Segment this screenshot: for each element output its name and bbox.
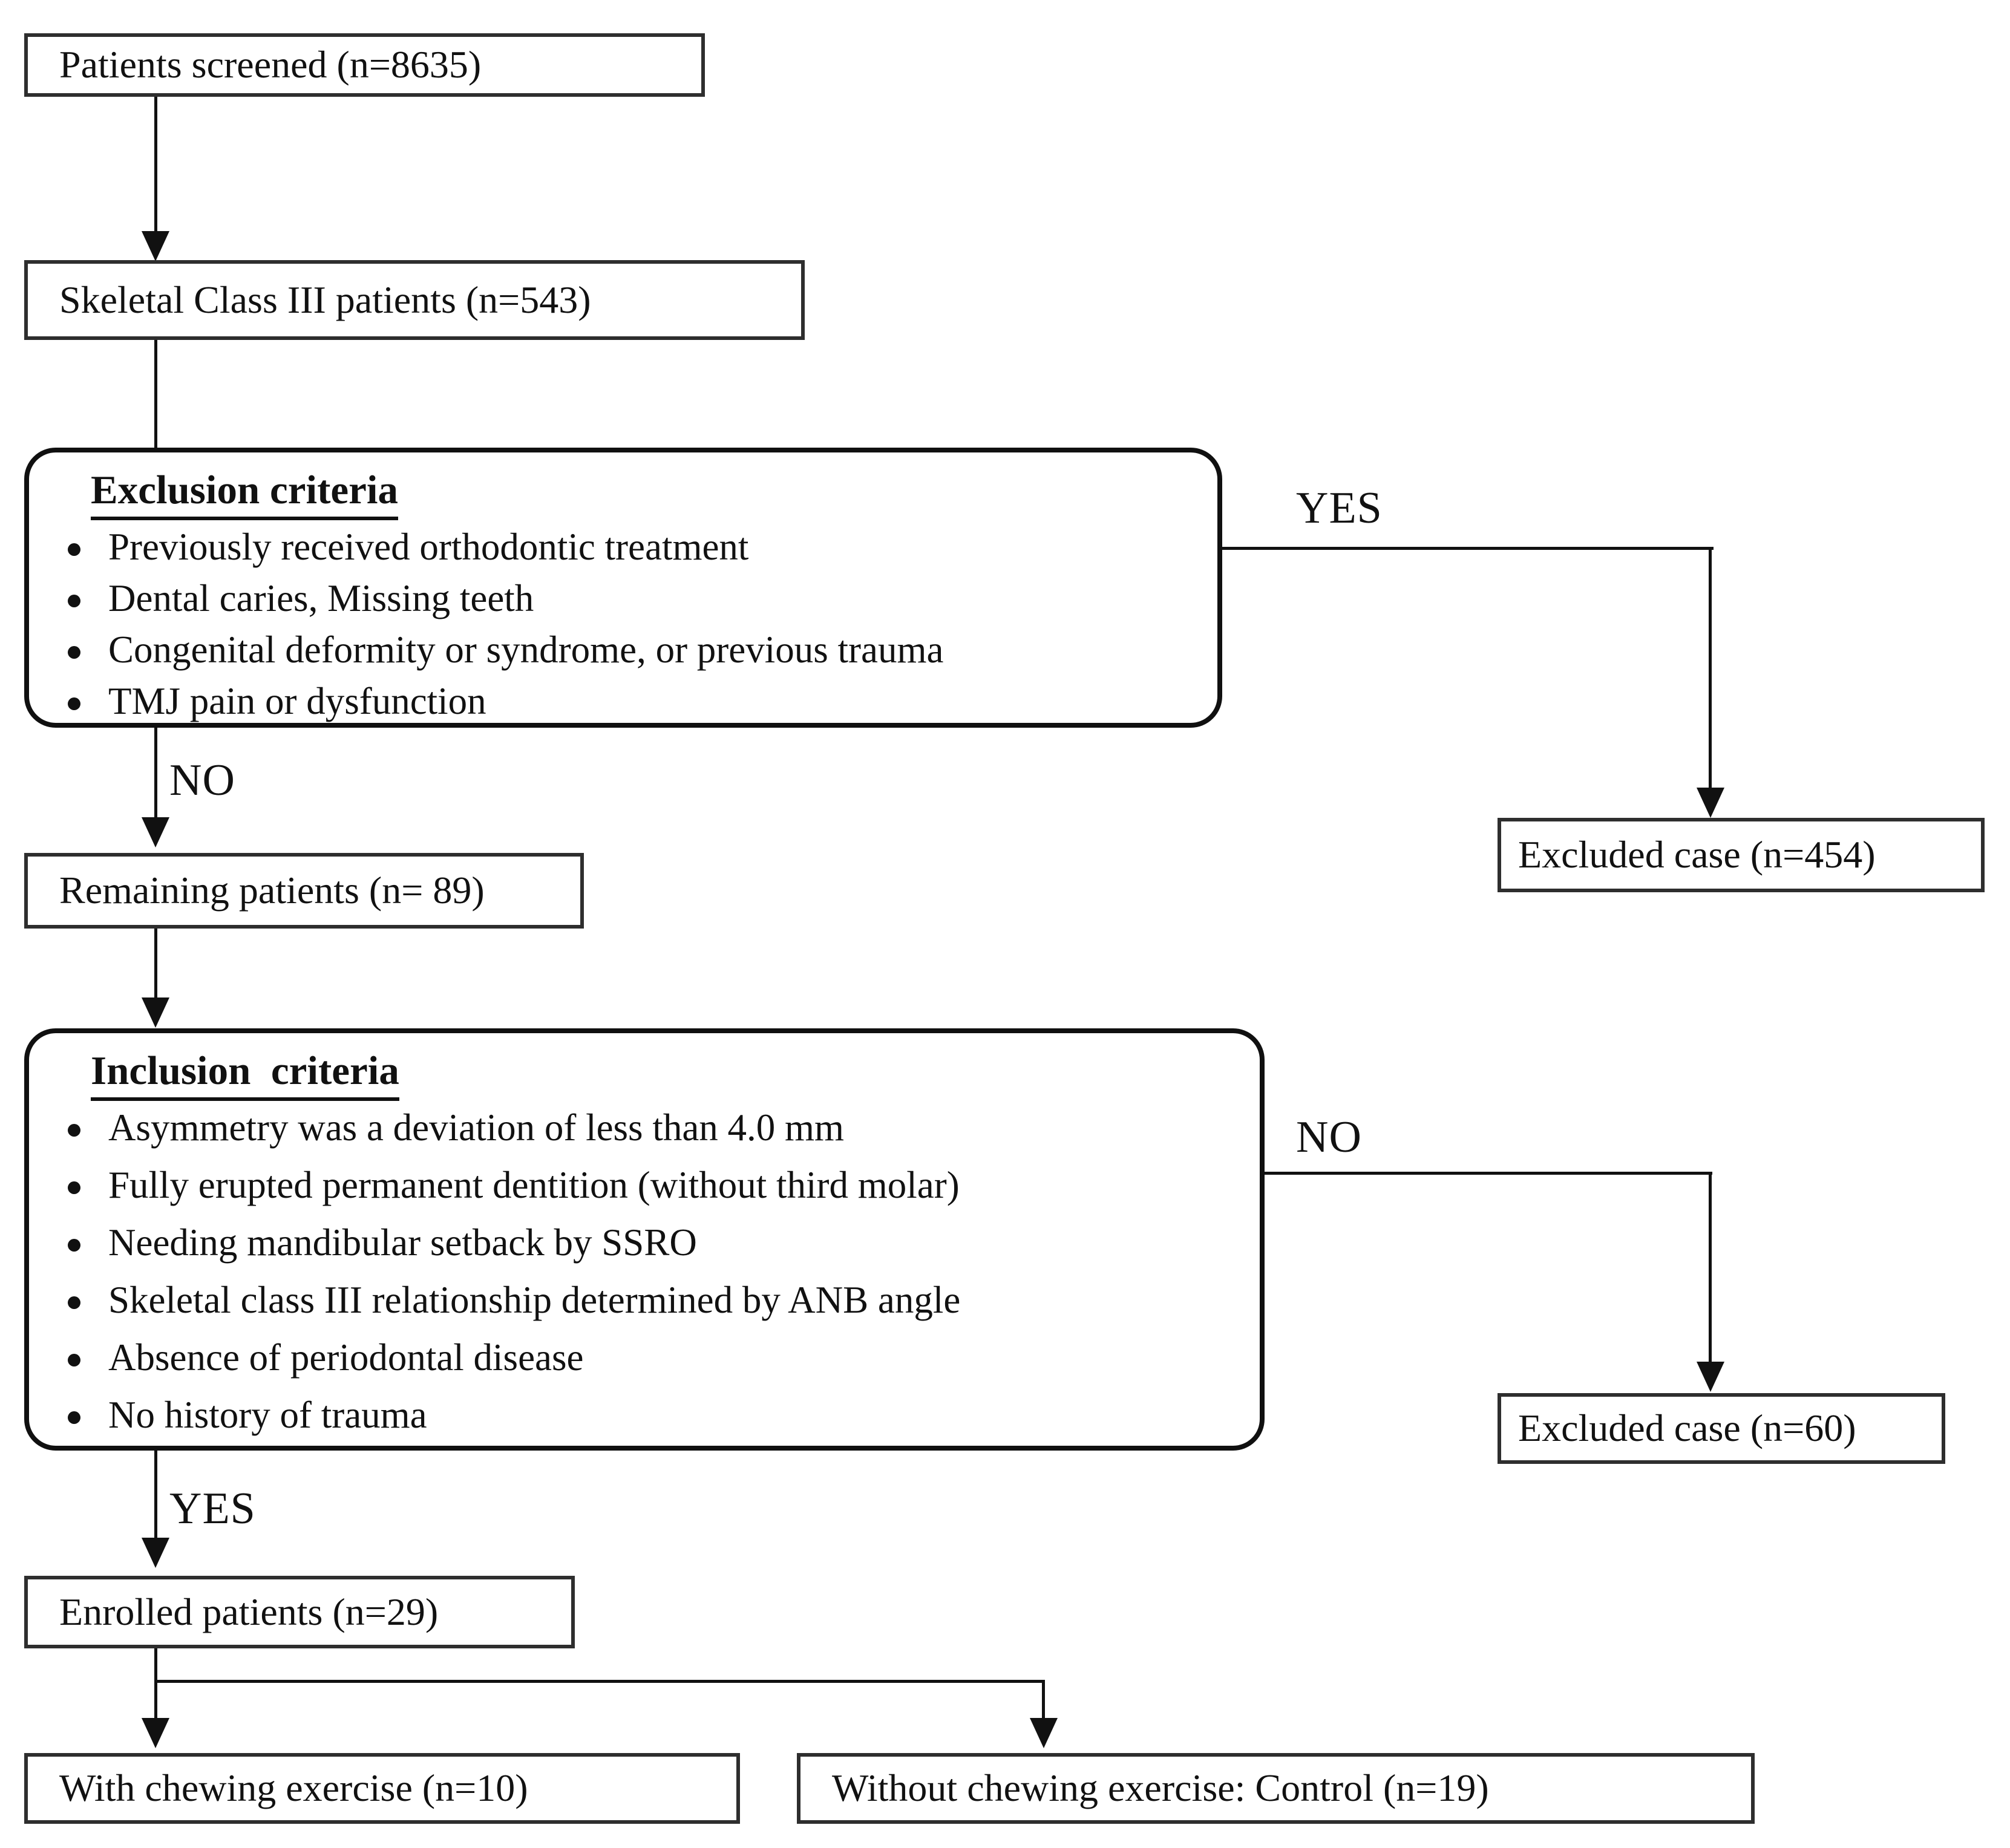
arrow-head-icon xyxy=(1697,1362,1724,1392)
criteria-bullet-text: Absence of periodontal disease xyxy=(108,1336,584,1379)
box-skeletal-class3-label: Skeletal Class III patients (n=543) xyxy=(59,278,591,321)
arrow-head-icon xyxy=(1697,788,1724,818)
bullet-icon xyxy=(68,594,80,607)
criteria-bullet-item: Dental caries, Missing teeth xyxy=(65,576,1193,629)
criteria-bullet-text: Previously received orthodontic treatmen… xyxy=(108,525,749,568)
bullet-icon xyxy=(68,645,80,659)
criteria-bullet-item: No history of trauma xyxy=(65,1394,1236,1452)
inclusion-criteria-title: Inclusion criteria xyxy=(91,1048,399,1101)
criteria-bullet-item: Fully erupted permanent dentition (witho… xyxy=(65,1164,1236,1222)
exclusion-criteria-list: Previously received orthodontic treatmen… xyxy=(65,526,1193,732)
arrow-line-class3-to-exclusion xyxy=(154,340,157,455)
branch-label-yes-inclusion: YES xyxy=(169,1484,256,1533)
exclusion-criteria-title: Exclusion criteria xyxy=(91,468,398,520)
box-excluded-454-label: Excluded case (n=454) xyxy=(1518,833,1876,877)
box-remaining-label: Remaining patients (n= 89) xyxy=(59,869,485,912)
branch-line-yes-horizontal xyxy=(1222,547,1714,550)
box-with-chewing-label: With chewing exercise (n=10) xyxy=(59,1766,528,1810)
box-remaining-patients: Remaining patients (n= 89) xyxy=(24,853,584,929)
arrow-head-icon xyxy=(142,997,169,1028)
criteria-bullet-text: Needing mandibular setback by SSRO xyxy=(108,1221,697,1264)
bullet-icon xyxy=(68,1411,80,1424)
box-excluded-case-454: Excluded case (n=454) xyxy=(1498,818,1985,892)
arrow-head-icon xyxy=(142,1538,169,1568)
criteria-bullet-item: TMJ pain or dysfunction xyxy=(65,679,1193,732)
arrow-head-icon xyxy=(142,231,169,261)
arrow-line-screened-to-class3 xyxy=(154,97,157,235)
branch-line-no-horizontal xyxy=(1265,1172,1712,1175)
bullet-icon xyxy=(68,543,80,556)
arrow-head-icon xyxy=(1030,1718,1058,1748)
box-skeletal-class3-patients: Skeletal Class III patients (n=543) xyxy=(24,260,805,340)
box-enrolled-label: Enrolled patients (n=29) xyxy=(59,1590,439,1633)
box-without-chewing-label: Without chewing exercise: Control (n=19) xyxy=(832,1766,1489,1810)
criteria-bullet-text: Fully erupted permanent dentition (witho… xyxy=(108,1163,960,1206)
arrow-line-enrolled-to-with-group xyxy=(154,1648,157,1721)
branch-line-no-vertical xyxy=(1709,1172,1712,1364)
criteria-bullet-item: Asymmetry was a deviation of less than 4… xyxy=(65,1106,1236,1164)
box-without-chewing-exercise-control: Without chewing exercise: Control (n=19) xyxy=(797,1753,1755,1824)
bullet-icon xyxy=(68,1123,80,1137)
box-enrolled-patients: Enrolled patients (n=29) xyxy=(24,1576,575,1648)
arrow-head-icon xyxy=(142,817,169,847)
box-patients-screened-label: Patients screened (n=8635) xyxy=(59,43,482,87)
box-inclusion-criteria: Inclusion criteria Asymmetry was a devia… xyxy=(24,1028,1265,1451)
criteria-bullet-item: Needing mandibular setback by SSRO xyxy=(65,1221,1236,1279)
arrow-line-exclusion-to-remaining xyxy=(154,728,157,820)
criteria-bullet-item: Absence of periodontal disease xyxy=(65,1336,1236,1394)
box-excluded-60-label: Excluded case (n=60) xyxy=(1518,1406,1856,1450)
bullet-icon xyxy=(68,1296,80,1309)
box-patients-screened: Patients screened (n=8635) xyxy=(24,33,705,97)
branch-label-no-inclusion: NO xyxy=(1296,1112,1362,1162)
criteria-bullet-text: Dental caries, Missing teeth xyxy=(108,576,534,619)
criteria-bullet-text: Asymmetry was a deviation of less than 4… xyxy=(108,1106,845,1149)
box-exclusion-criteria: Exclusion criteria Previously received o… xyxy=(24,448,1222,728)
box-with-chewing-exercise: With chewing exercise (n=10) xyxy=(24,1753,740,1824)
branch-label-no-exclusion: NO xyxy=(169,756,235,805)
criteria-bullet-item: Previously received orthodontic treatmen… xyxy=(65,526,1193,578)
branch-label-yes-exclusion: YES xyxy=(1296,483,1383,533)
criteria-bullet-text: TMJ pain or dysfunction xyxy=(108,679,486,722)
branch-line-yes-vertical xyxy=(1709,547,1712,790)
branch-line-split-horizontal xyxy=(154,1680,1045,1683)
criteria-bullet-item: Skeletal class III relationship determin… xyxy=(65,1279,1236,1337)
bullet-icon xyxy=(68,1353,80,1366)
arrow-head-icon xyxy=(142,1718,169,1748)
bullet-icon xyxy=(68,1238,80,1252)
box-excluded-case-60: Excluded case (n=60) xyxy=(1498,1393,1945,1464)
inclusion-criteria-list: Asymmetry was a deviation of less than 4… xyxy=(65,1106,1236,1452)
criteria-bullet-text: No history of trauma xyxy=(108,1393,427,1436)
arrow-line-inclusion-to-enrolled xyxy=(154,1451,157,1540)
criteria-bullet-text: Congenital deformity or syndrome, or pre… xyxy=(108,628,944,671)
bullet-icon xyxy=(68,1181,80,1194)
branch-line-split-vertical xyxy=(1042,1680,1045,1721)
criteria-bullet-item: Congenital deformity or syndrome, or pre… xyxy=(65,629,1193,681)
arrow-line-remaining-to-inclusion xyxy=(154,929,157,1000)
criteria-bullet-text: Skeletal class III relationship determin… xyxy=(108,1278,961,1321)
bullet-icon xyxy=(68,697,80,710)
